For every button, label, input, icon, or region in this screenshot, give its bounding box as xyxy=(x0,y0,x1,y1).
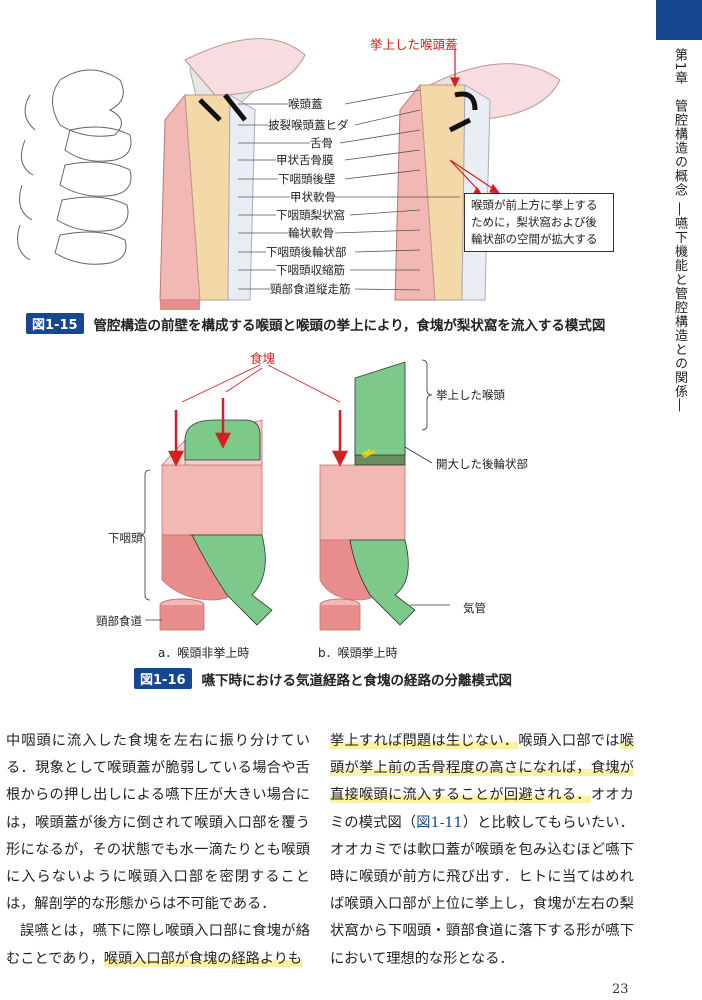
label-raised-epiglottis: 挙上した喉頭蓋 xyxy=(370,37,458,52)
label-aryepiglottic-fold: 披裂喉頭蓋ヒダ xyxy=(268,118,349,132)
model-a xyxy=(159,419,273,631)
paragraph-2-start: 誤嚥とは，嚥下に際し喉頭入口部に食塊が絡むことであり， xyxy=(6,923,310,967)
caption-text: 管腔構造の前壁を構成する喉頭と喉頭の挙上により，食塊が梨状窩を流入する模式図 xyxy=(93,317,606,334)
figure-reference-link[interactable]: 図1-11 xyxy=(416,814,463,831)
figure-1-16-caption: 図1-16 嚥下時における気道経路と食塊の経路の分離模式図 xyxy=(134,668,512,689)
model-b xyxy=(319,361,416,631)
figure-1-15-illustration xyxy=(17,38,561,310)
text-run: 喉頭入口部では xyxy=(518,733,620,749)
label-hypopharynx: 下咽頭 xyxy=(108,531,143,545)
pharynx-left xyxy=(159,38,306,310)
body-text-left: 中咽頭に流入した食塊を左右に振り分けている．現象として喉頭蓋が脆弱している場合や… xyxy=(6,728,310,973)
caption-text: 嚥下時における気道経路と食塊の経路の分離模式図 xyxy=(201,672,513,689)
page-number: 23 xyxy=(612,982,629,997)
cervical-spine-drawing xyxy=(17,69,132,265)
label-thyrohyoid-membrane: 甲状舌骨膜 xyxy=(276,153,334,167)
label-postcricoid: 下咽頭後輪状部 xyxy=(266,245,347,259)
text-run: オオカミの模式図（ xyxy=(330,787,634,831)
chapter-tab-marker xyxy=(656,0,702,40)
figure-number: 図1-15 xyxy=(26,313,84,334)
label-trachea: 気管 xyxy=(463,601,486,615)
label-cervical-esophagus: 頸部食道 xyxy=(96,614,142,628)
leader-lines xyxy=(238,89,460,291)
label-posterior-hypopharyngeal-wall: 下咽頭後壁 xyxy=(278,172,336,186)
label-raised-larynx: 挙上した喉頭 xyxy=(436,388,505,402)
label-sub-b: b．喉頭挙上時 xyxy=(318,646,398,660)
label-thyroid-cartilage: 甲状軟骨 xyxy=(290,190,336,204)
label-constrictor: 下咽頭収縮筋 xyxy=(276,263,345,277)
label-bolus: 食塊 xyxy=(250,351,276,366)
text-run: ）と比較してもらいたい．オオカミでは軟口蓋が喉頭を包み込むほど嚥下時に喉頭が前方… xyxy=(330,814,634,967)
red-pointer-arrows xyxy=(449,48,501,198)
figure-number: 図1-16 xyxy=(134,668,192,689)
label-hyoid: 舌骨 xyxy=(310,136,333,150)
label-cricoid-cartilage: 輪状軟骨 xyxy=(288,226,334,240)
figure-1-15-caption: 図1-15 管腔構造の前壁を構成する喉頭と喉頭の挙上により，食塊が梨状窩を流入す… xyxy=(26,313,605,334)
figure-1-16-illustration xyxy=(139,359,450,631)
label-epiglottis: 喉頭蓋 xyxy=(288,97,323,111)
label-pyriform-sinus: 下咽頭梨状窩 xyxy=(276,208,345,222)
label-dilated-postcricoid: 開大した後輪状部 xyxy=(436,457,528,471)
highlight: 挙上すれば問題は生じない． xyxy=(330,733,519,749)
bolus-arrows xyxy=(167,364,349,467)
paragraph-1: 中咽頭に流入した食塊を左右に振り分けている．現象として喉頭蓋が脆弱している場合や… xyxy=(6,733,310,913)
body-text-right: 挙上すれば問題は生じない．喉頭入口部では喉頭が挙上前の舌骨程度の高さになれば，食… xyxy=(330,728,634,973)
brackets xyxy=(139,359,450,621)
highlight: 喉頭入口部が食塊の経路よりも xyxy=(103,950,303,967)
label-sub-a: a．喉頭非挙上時 xyxy=(158,646,250,660)
callout-box: 喉頭が前上方に挙上する ために，梨状窩および後 輪状部の空間が拡大する xyxy=(464,193,614,252)
chapter-title-vertical: 第1章 管腔構造の概念 ―嚥下機能と管腔構造との関係― xyxy=(672,48,687,413)
label-esophageal-muscle: 頸部食道縦走筋 xyxy=(270,282,351,296)
